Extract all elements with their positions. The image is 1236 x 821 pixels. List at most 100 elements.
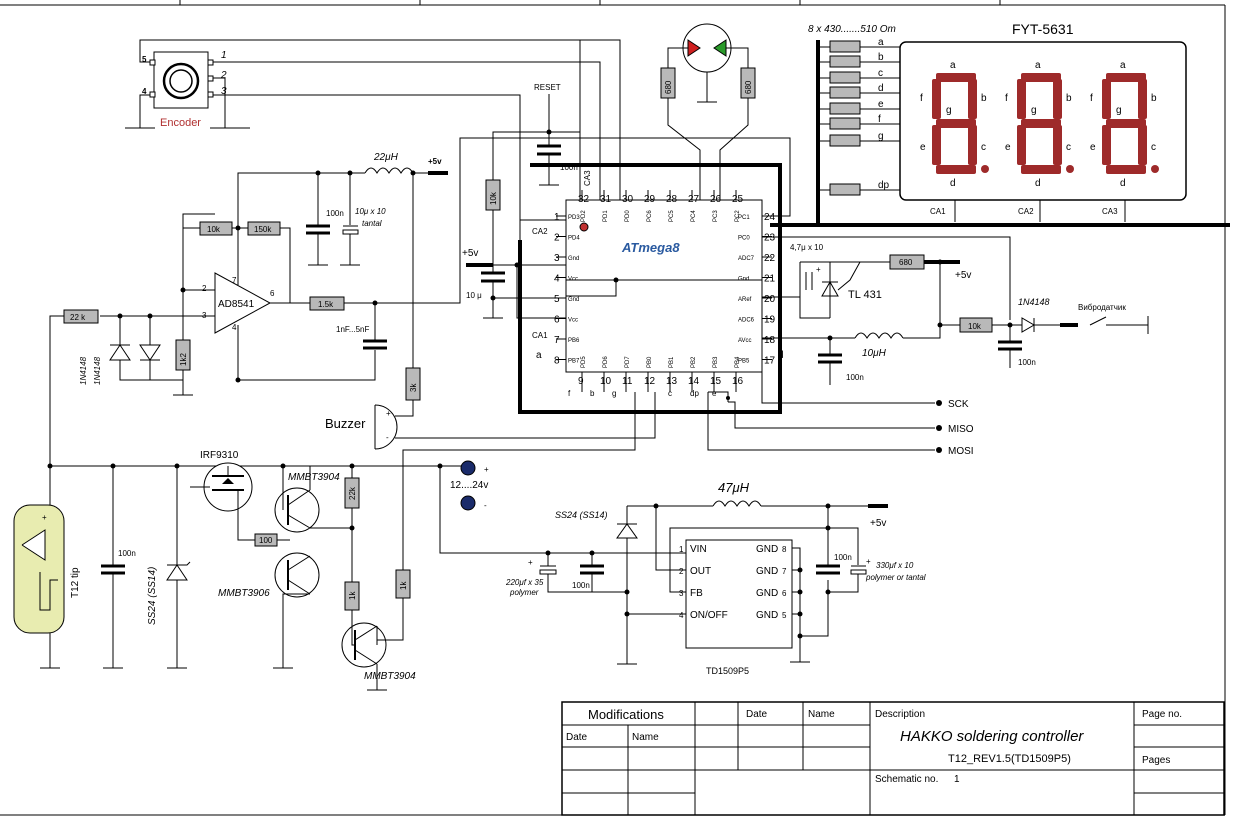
segment-label-dp: dp: [878, 180, 890, 191]
mcu-right-pin: 21: [764, 274, 776, 285]
mcu-bottom-signal: c: [668, 389, 672, 398]
reg-right-pin: 8: [782, 545, 787, 554]
mcu-left-pin: 1: [554, 212, 560, 223]
opamp-pin-4: 4: [232, 323, 237, 332]
mcu-cap-label: 10 μ: [466, 291, 482, 300]
mcu-left-pin: 4: [554, 274, 560, 285]
analog-cap1-label: 100n: [326, 209, 344, 218]
buzzer-minus: -: [386, 433, 389, 442]
reg-right-pin-name: GND: [756, 566, 778, 577]
mcu-right-pin-name: PB5: [738, 359, 750, 365]
reset-network: RESET 100n 10k: [485, 83, 580, 265]
tip-plus: +: [42, 513, 47, 522]
mcu-bottom-signal: b: [590, 389, 595, 398]
title-block: Modifications Date Name Date Name Descri…: [561, 701, 1225, 816]
tb-title: HAKKO soldering controller: [900, 728, 1084, 745]
spi-miso: MISO: [948, 424, 974, 435]
svg-text:g: g: [1031, 105, 1037, 116]
segment-resistor-f: [829, 117, 861, 130]
segment-resistor-b: [829, 55, 861, 68]
mcu-top-pin: 32: [578, 194, 590, 205]
analog-rout-label: 1.5k: [318, 300, 334, 309]
mcu-top-pin-name: PC5: [669, 210, 675, 222]
segment-resistor-d: [829, 86, 861, 99]
input-voltage-label: 12....24v: [450, 480, 488, 491]
mcu-label-ca3: CA3: [583, 170, 592, 186]
regulator-cin2-label: 100n: [572, 581, 590, 590]
mcu-top-pin-name: PC4: [691, 210, 697, 222]
mcu-left-pin: 3: [554, 253, 560, 264]
svg-text:e: e: [1090, 142, 1096, 153]
spi-mosi: MOSI: [948, 446, 974, 457]
power-r1-label: 22k: [348, 486, 357, 500]
input-minus-label: -: [484, 501, 487, 510]
mcu-pins: 32PD231PD130PD029PC628PC527PC426PC325PC2…: [554, 190, 776, 398]
buzzer: Buzzer + - 3k: [325, 173, 656, 450]
analog-filter-cap-label: 1nF...5nF: [336, 325, 369, 334]
encoder: 5 1 4 2 3 Encoder: [125, 39, 621, 221]
svg-text:g: g: [946, 105, 952, 116]
common-ca1: CA1: [930, 207, 946, 216]
ref-ic-label: TL 431: [848, 289, 882, 301]
analog-cap2-note: tantal: [362, 219, 382, 228]
tb-subtitle: T12_REV1.5(TD1509P5): [948, 753, 1071, 765]
mcu-top-pin: 29: [644, 194, 656, 205]
mcu-top-pin: 28: [666, 194, 678, 205]
encoder-pin-2: 2: [220, 70, 227, 81]
segment-label-b: b: [878, 52, 884, 63]
power-r3-label: 1k: [348, 591, 357, 600]
segment-resistor-c: [829, 71, 861, 84]
svg-text:b: b: [1066, 93, 1072, 104]
spi-sck: SCK: [948, 399, 969, 410]
segment-label-c: c: [878, 68, 883, 79]
tb-date-2: Date: [746, 709, 768, 720]
opamp-name: AD8541: [218, 299, 255, 310]
reg-right-pin: 7: [782, 567, 787, 576]
mcu-top-pin-name: PD1: [603, 210, 609, 222]
mcu-bottom-pin-name: PD6: [603, 356, 609, 368]
vibro-cap-label: 100n: [1018, 358, 1036, 367]
mcu-right-pin: 18: [764, 335, 776, 346]
reset-cap-label: 100n: [560, 163, 578, 172]
power-cap-label: 100n: [118, 549, 136, 558]
svg-text:a: a: [1035, 60, 1041, 71]
mcu-label-ca1: CA1: [532, 331, 548, 340]
mcu-bottom-signal: dp: [690, 389, 699, 398]
svg-text:c: c: [1066, 142, 1071, 153]
analog-rfb1-label: 10k: [207, 225, 221, 234]
mcu-left-pin-name: PD3: [568, 215, 580, 221]
regulator-out-label: +5v: [870, 518, 886, 529]
segment-label-f: f: [878, 114, 881, 125]
opamp-amplifier: AD8541 2 3 6 7 4 22μH +5v 100n 10μ x 10 …: [49, 137, 791, 466]
reset-label: RESET: [534, 83, 561, 92]
mcu-supply-wiring: +5v 10 μ: [462, 248, 770, 319]
reg-left-pin: 4: [679, 611, 684, 620]
encoder-pin-3: 3: [221, 86, 227, 97]
tip-label: T12 tip: [70, 567, 81, 598]
svg-text:e: e: [920, 142, 926, 153]
mcu-body: [565, 199, 763, 373]
mcu-right-pin: 23: [764, 233, 776, 244]
svg-text:g: g: [1116, 105, 1122, 116]
mcu-left-pin-name: PD4: [568, 236, 580, 242]
seven-segment-display: 8 x 430.......510 Om FYT-5631 abcdefgdp …: [770, 21, 1230, 227]
reg-left-pin: 3: [679, 589, 684, 598]
mcu-left-pin-name: PB6: [568, 338, 580, 344]
mcu-bottom-pin-name: PB0: [647, 356, 653, 368]
mcu-top-pin-name: PC2: [735, 210, 741, 222]
power-stage: + - 12....24v + T12 tip 100n SS24 (SS14)…: [13, 392, 636, 691]
ref-cap-label: 4,7μ x 10: [790, 243, 824, 252]
tb-description: Description: [875, 709, 925, 720]
mcu-supply-label: +5v: [462, 248, 478, 259]
buzzer-resistor-label: 3k: [409, 383, 418, 392]
q3-symbol: [341, 622, 387, 668]
svg-text:a: a: [1120, 60, 1126, 71]
mcu-bottom-signal: e: [712, 389, 717, 398]
svg-text:e: e: [1005, 142, 1011, 153]
mcu-left-pin: 8: [554, 356, 560, 367]
regulator-cout-label: 100n: [834, 553, 852, 562]
